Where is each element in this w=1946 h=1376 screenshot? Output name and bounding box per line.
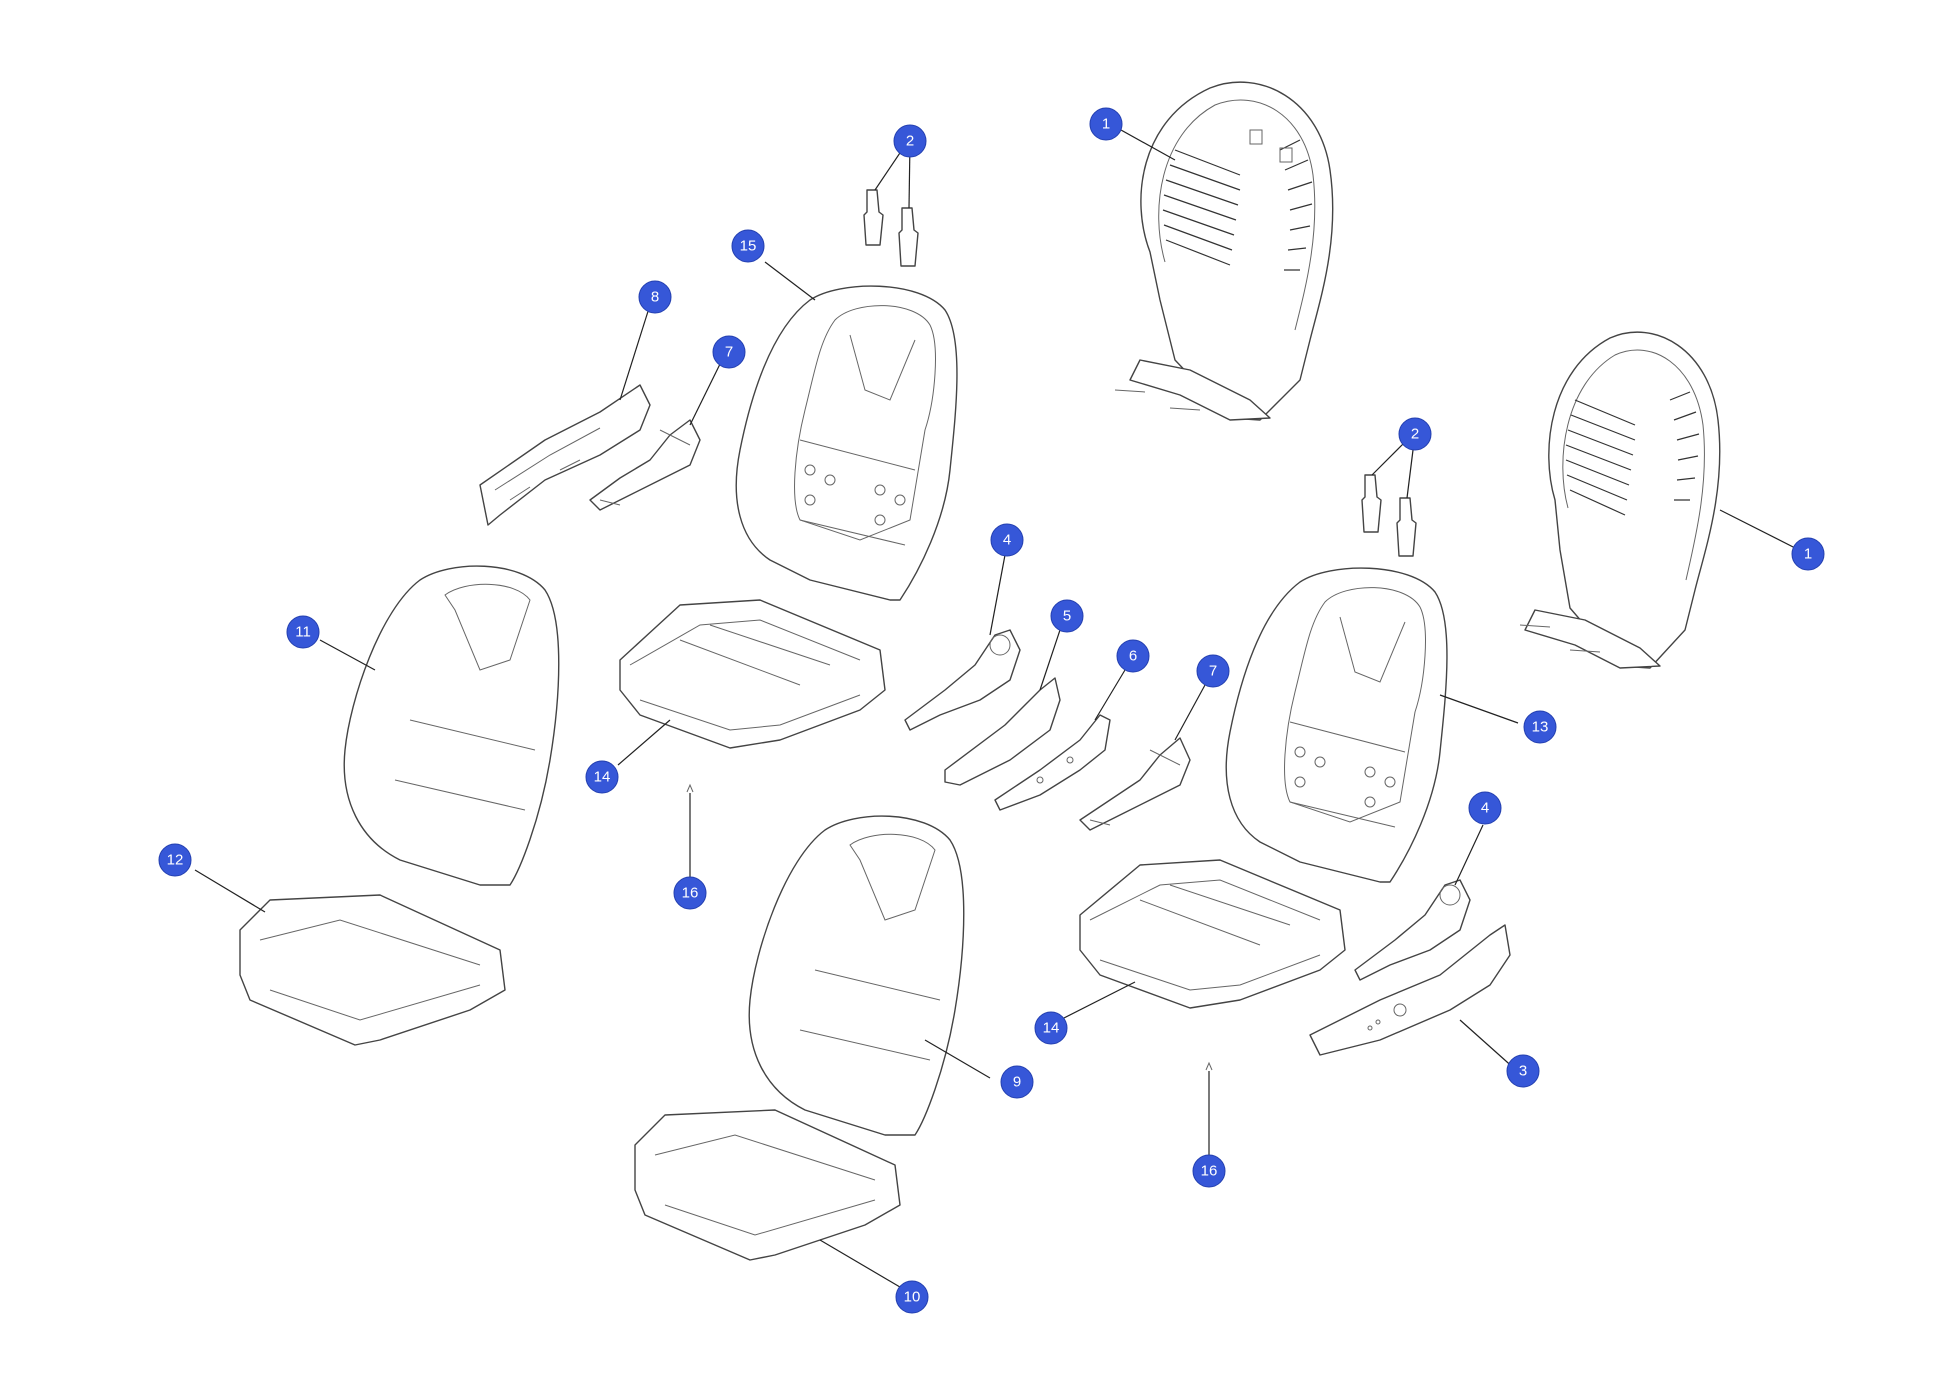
callout-6[interactable]: 6	[1116, 639, 1150, 673]
recliner-gear-center	[904, 629, 1021, 731]
mounting-bracket	[994, 714, 1111, 811]
callout-2-right[interactable]: 2	[1398, 417, 1432, 451]
callout-14-right[interactable]: 14	[1034, 1011, 1068, 1045]
callout-10[interactable]: 10	[895, 1280, 929, 1314]
callout-4-center[interactable]: 4	[990, 523, 1024, 557]
callout-12[interactable]: 12	[158, 843, 192, 877]
callout-5[interactable]: 5	[1050, 599, 1084, 633]
fastener-right	[1205, 1061, 1213, 1071]
side-trim-panel	[479, 384, 651, 526]
seatback-foam-right	[1225, 567, 1448, 883]
callout-8[interactable]: 8	[638, 280, 672, 314]
callout-14-center[interactable]: 14	[585, 760, 619, 794]
backrest-cover-left	[343, 565, 560, 886]
callout-7-top[interactable]: 7	[712, 335, 746, 369]
recliner-mechanism-right	[1079, 737, 1191, 831]
headrest-guides-top	[863, 189, 919, 267]
callout-13[interactable]: 13	[1523, 710, 1557, 744]
callout-16-right[interactable]: 16	[1192, 1154, 1226, 1188]
recliner-mechanism-top	[589, 419, 701, 511]
seat-cushion-cover-center	[634, 1109, 901, 1261]
callout-9[interactable]: 9	[1000, 1065, 1034, 1099]
callout-3[interactable]: 3	[1506, 1054, 1540, 1088]
callout-4-right[interactable]: 4	[1468, 791, 1502, 825]
callout-1-top[interactable]: 1	[1089, 107, 1123, 141]
seat-cushion-foam-center	[619, 599, 886, 749]
backrest-cover-center	[748, 815, 965, 1136]
callout-15[interactable]: 15	[731, 229, 765, 263]
headrest-guides-right	[1361, 474, 1417, 557]
fastener-center	[686, 783, 694, 793]
callout-11[interactable]: 11	[286, 615, 320, 649]
seat-cushion-cover-left	[239, 894, 506, 1046]
leader-lines	[194, 124, 1804, 1291]
seatback-frame-top	[1114, 81, 1334, 421]
seatback-foam-center	[735, 285, 958, 601]
seatback-frame-right	[1519, 331, 1721, 669]
callout-1-right[interactable]: 1	[1791, 537, 1825, 571]
callout-2-top[interactable]: 2	[893, 124, 927, 158]
callout-7-right[interactable]: 7	[1196, 654, 1230, 688]
recliner-gear-right	[1354, 879, 1471, 981]
seat-cushion-foam-right	[1079, 859, 1346, 1009]
side-shield-cover	[944, 677, 1061, 786]
callout-16-center[interactable]: 16	[673, 876, 707, 910]
outer-side-shield	[1309, 924, 1511, 1056]
